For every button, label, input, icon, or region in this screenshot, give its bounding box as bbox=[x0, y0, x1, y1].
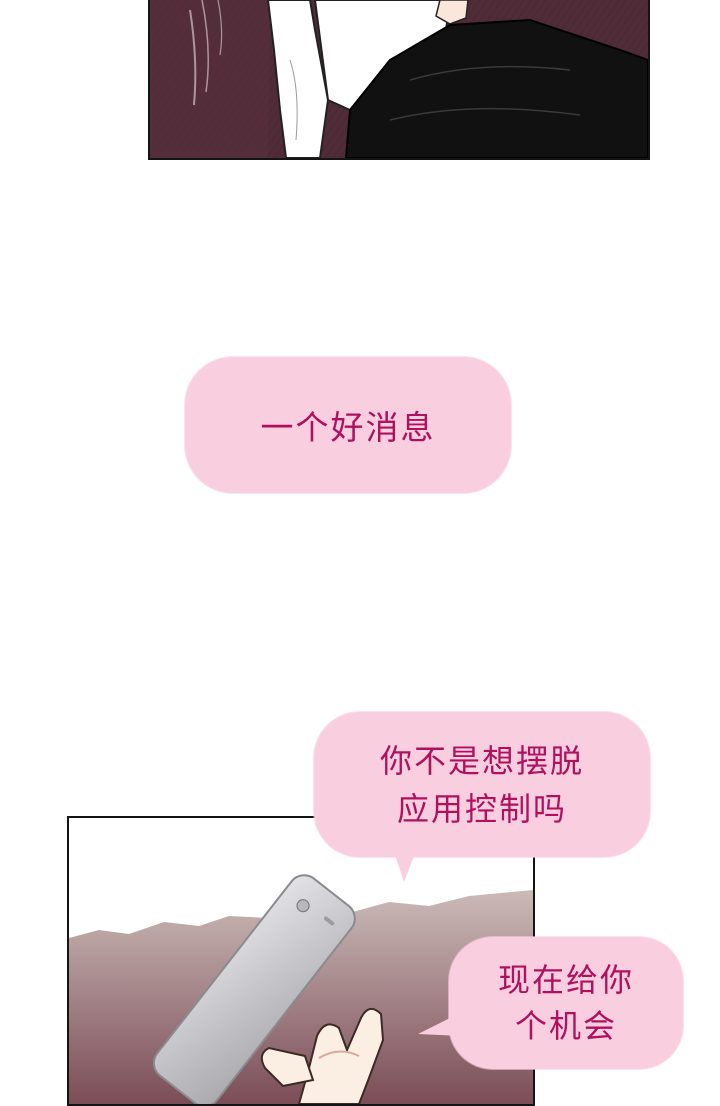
bubble-text-line: 一个好消息 bbox=[260, 408, 436, 447]
speech-bubble-escape-app-control: 你不是想摆脱 应用控制吗 bbox=[314, 712, 650, 857]
bubble-text-line: 应用控制吗 bbox=[396, 789, 567, 828]
top-comic-panel bbox=[148, 0, 650, 160]
bubble-text-line: 现在给你 bbox=[497, 961, 634, 999]
bubble-text-line: 你不是想摆脱 bbox=[379, 741, 584, 780]
bubble-text-line: 个机会 bbox=[514, 1007, 617, 1045]
man-on-couch-illustration bbox=[150, 0, 648, 158]
speech-bubble-chance-now: 现在给你 个机会 bbox=[449, 937, 683, 1069]
speech-bubble-good-news: 一个好消息 bbox=[185, 357, 511, 493]
